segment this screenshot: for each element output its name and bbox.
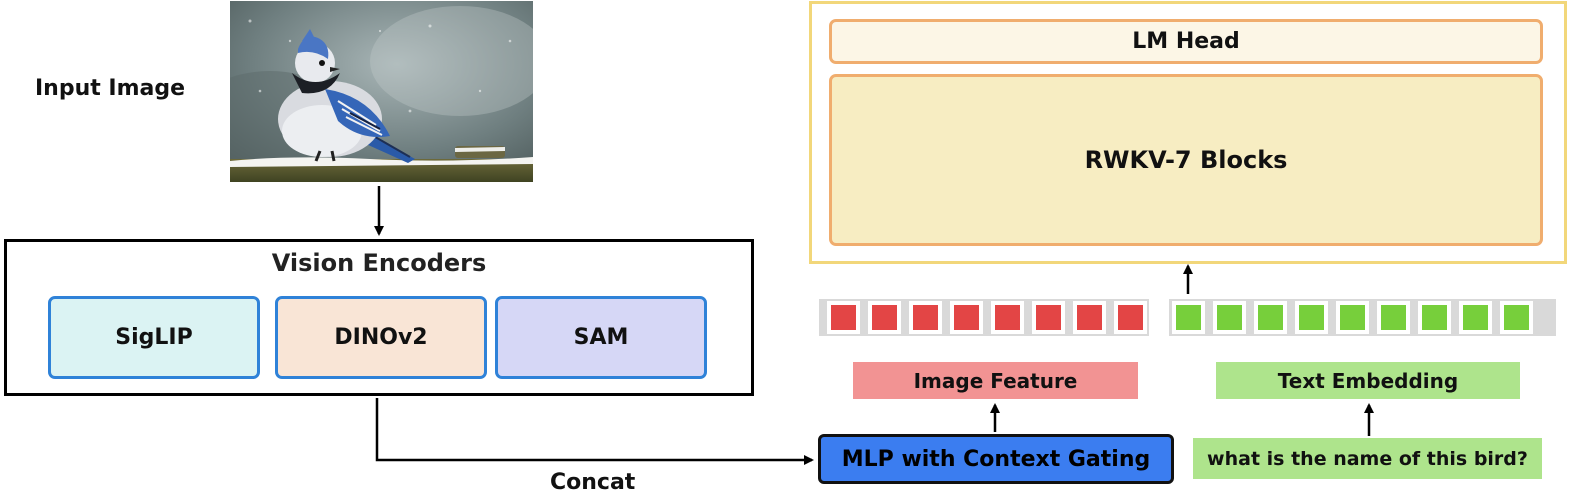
image-token [950, 301, 983, 334]
image-token [1073, 301, 1106, 334]
siglip-label: SigLIP [115, 325, 193, 350]
text-token [1336, 301, 1369, 334]
text-token-fill [1299, 305, 1324, 330]
text-token-fill [1381, 305, 1406, 330]
siglip-encoder: SigLIP [48, 296, 260, 379]
text-token-fill [1504, 305, 1529, 330]
image-token-fill [1118, 305, 1143, 330]
text-token-fill [1176, 305, 1201, 330]
dinov2-label: DINOv2 [334, 325, 428, 350]
text-token [1459, 301, 1492, 334]
text-token [1377, 301, 1410, 334]
sam-encoder: SAM [495, 296, 707, 379]
text-token [1295, 301, 1328, 334]
text-token-fill [1422, 305, 1447, 330]
image-token [1032, 301, 1065, 334]
text-token [1213, 301, 1246, 334]
rwkv-blocks: RWKV-7 Blocks [829, 74, 1543, 246]
image-token-fill [995, 305, 1020, 330]
rwkv-label: RWKV-7 Blocks [1084, 146, 1288, 174]
text-embedding-label: Text Embedding [1277, 368, 1459, 393]
image-token-fill [872, 305, 897, 330]
image-token [909, 301, 942, 334]
image-token-fill [954, 305, 979, 330]
mlp-label: MLP with Context Gating [841, 446, 1151, 472]
text-token [1500, 301, 1533, 334]
question-box: what is the name of this bird? [1193, 438, 1542, 479]
text-token-fill [1258, 305, 1283, 330]
text-token-fill [1217, 305, 1242, 330]
text-token [1418, 301, 1451, 334]
text-token-fill [1463, 305, 1488, 330]
lm-head-block: LM Head [829, 19, 1543, 64]
blue-jay-photo [230, 1, 533, 182]
input-image-label: Input Image [35, 76, 186, 101]
image-feature-label: Image Feature [913, 368, 1078, 393]
concat-arrow [375, 398, 814, 465]
image-token-fill [1077, 305, 1102, 330]
image-token-fill [831, 305, 856, 330]
image-feature-box: Image Feature [853, 362, 1138, 399]
text-token [1172, 301, 1205, 334]
image-token [1114, 301, 1147, 334]
image-token [868, 301, 901, 334]
concat-label: Concat [550, 470, 636, 495]
image-token [827, 301, 860, 334]
sam-label: SAM [573, 325, 629, 350]
text-embedding-box: Text Embedding [1216, 362, 1520, 399]
mlp-context-gating-box: MLP with Context Gating [818, 434, 1174, 484]
text-token [1254, 301, 1287, 334]
image-token-fill [1036, 305, 1061, 330]
image-token-fill [913, 305, 938, 330]
image-token [991, 301, 1024, 334]
input-image [230, 1, 533, 182]
token-separator [1149, 297, 1169, 338]
dinov2-encoder: DINOv2 [275, 296, 487, 379]
lm-head-label: LM Head [1132, 29, 1240, 54]
question-text: what is the name of this bird? [1207, 447, 1528, 470]
vision-encoders-title: Vision Encoders [271, 249, 487, 277]
text-token-fill [1340, 305, 1365, 330]
